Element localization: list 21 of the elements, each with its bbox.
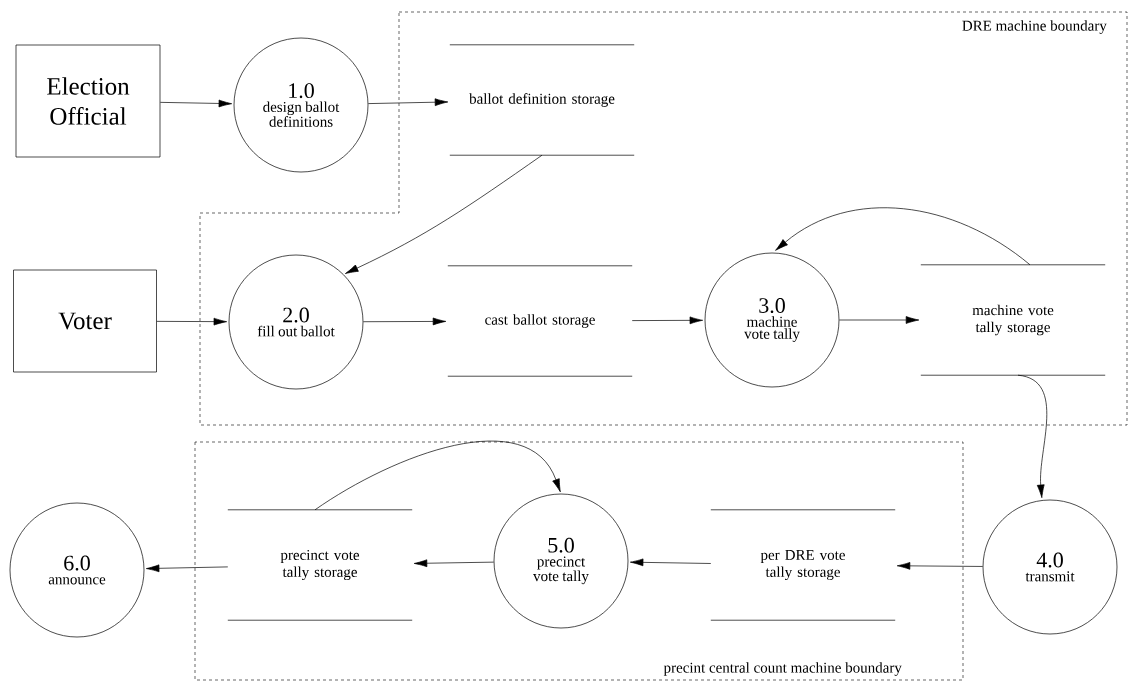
arrow	[363, 317, 447, 326]
arrow	[314, 440, 561, 511]
data-store: machine vote tally storage	[920, 264, 1106, 376]
arrow	[775, 207, 1031, 266]
data-store: per DRE vote tally storage	[710, 509, 896, 621]
data-store: cast ballot storage	[447, 265, 633, 377]
arrow	[896, 562, 983, 570]
data-store: precinct vote tally storage	[227, 509, 413, 621]
arrow	[839, 316, 920, 324]
arrow	[413, 559, 495, 568]
data-store: ballot definition storage	[449, 44, 635, 156]
arrow	[630, 558, 712, 567]
entity-box: Voter	[13, 269, 157, 373]
arrow	[160, 99, 232, 108]
arrow	[146, 564, 229, 573]
arrow	[156, 317, 227, 326]
arrow	[1017, 374, 1048, 499]
arrow	[345, 154, 543, 274]
entity-box: Election Official	[15, 44, 161, 158]
arrow	[631, 316, 703, 325]
arrow	[368, 98, 449, 107]
